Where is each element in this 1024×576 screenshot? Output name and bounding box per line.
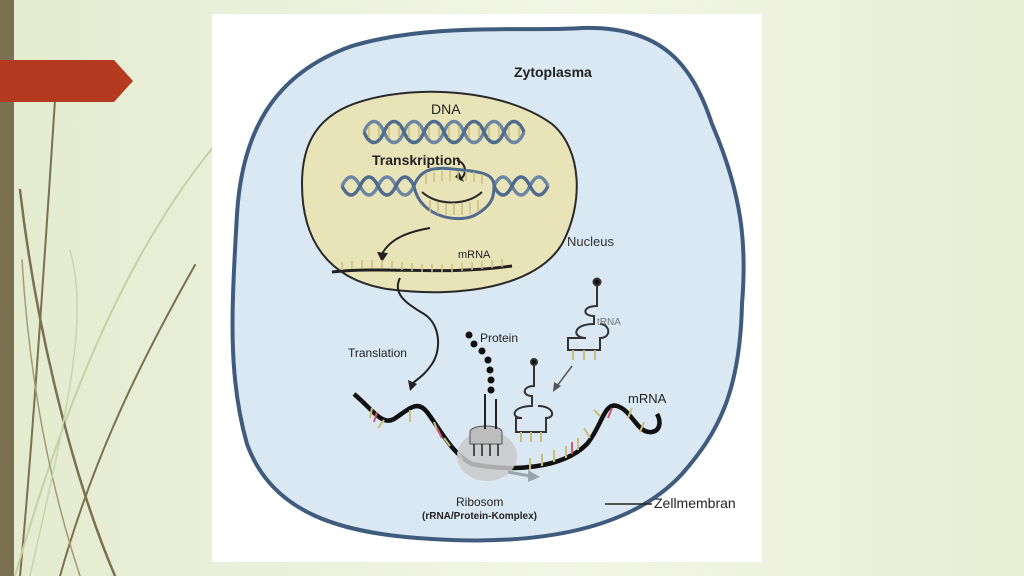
nucleus-label: Nucleus [567,234,614,249]
decorative-curves [0,60,216,576]
mrna-nucleus-label: mRNA [458,249,491,261]
transcription-label: Transkription [372,152,461,168]
mrna-strand-nucleus [331,259,513,274]
translation-label: Translation [348,346,407,360]
protein-label: Protein [480,331,519,345]
cell-membrane-label: Zellmembran [654,495,736,511]
accent-arrow-tab [0,60,133,102]
cell-diagram: DNA Transkription mRNA Nucleus Zytoplasm… [212,14,762,562]
trna-free [567,277,610,360]
dna-transcription-bubble [340,166,550,221]
ribosome [457,425,540,482]
trna-label: tRNA [597,317,621,328]
cytoplasm-label: Zytoplasma [514,64,592,80]
dna-label: DNA [431,101,461,117]
left-sidebar-bar [0,0,14,576]
mrna-cytoplasm-label: mRNA [628,391,667,406]
ribosome-label: Ribosom [456,495,504,509]
translation-arrow [396,277,440,385]
trna-bound [513,358,554,442]
ribosome-sublabel: (rRNA/Protein-Komplex) [422,511,538,522]
protein-chain [465,331,497,429]
dna-helix [362,119,526,145]
